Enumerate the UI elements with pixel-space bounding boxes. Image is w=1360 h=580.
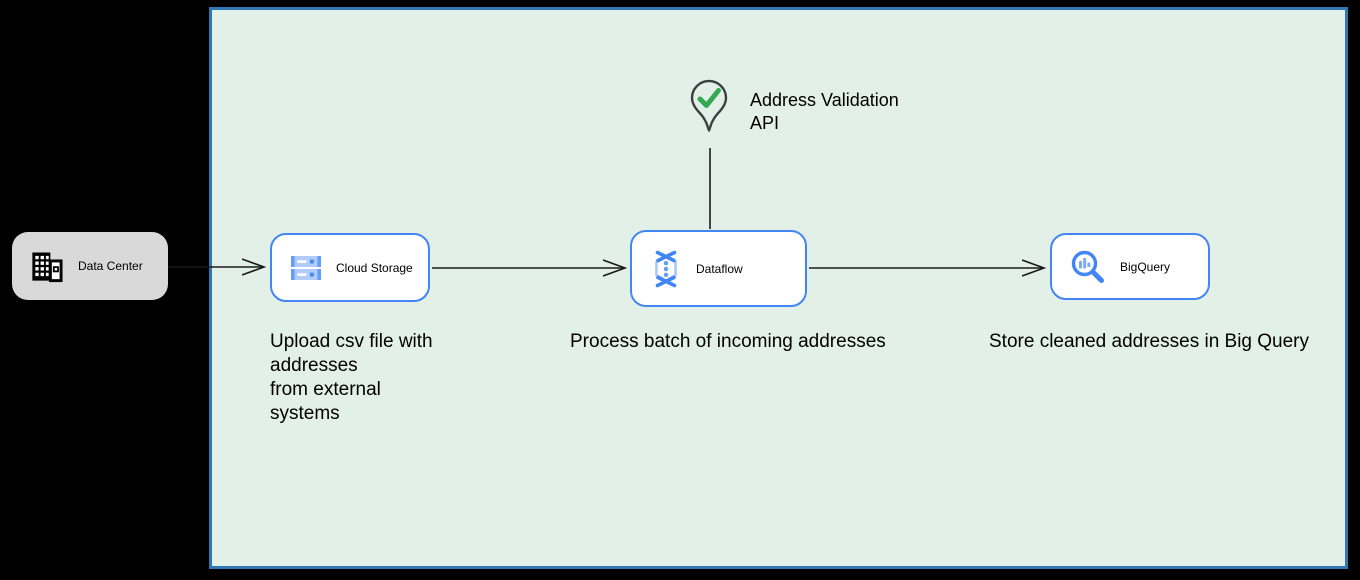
- cloud-storage-icon: [289, 251, 323, 285]
- caption-store-cleaned: Store cleaned addresses in Big Query: [989, 331, 1310, 352]
- address-validation-api-shape[interactable]: [689, 79, 729, 133]
- bigquery-icon: [1069, 248, 1107, 286]
- node-label: BigQuery: [1120, 259, 1171, 274]
- node-data-center[interactable]: Data Center: [12, 232, 168, 300]
- node-bigquery[interactable]: BigQuery: [1050, 233, 1210, 300]
- node-label: Cloud Storage: [336, 260, 413, 275]
- address-validation-api-label: Address Validation API: [750, 90, 899, 133]
- node-label: Data Center: [78, 259, 143, 273]
- node-dataflow[interactable]: Dataflow: [630, 230, 807, 307]
- node-label: Dataflow: [696, 261, 743, 276]
- building-icon: [29, 248, 65, 284]
- caption-process-batch: Process batch of incoming addresses: [570, 331, 886, 352]
- location-pin-check-icon: [689, 79, 729, 133]
- caption-upload-csv: Upload csv file with addresses from exte…: [270, 331, 433, 424]
- dataflow-icon: [649, 249, 683, 289]
- node-cloud-storage[interactable]: Cloud Storage: [270, 233, 430, 302]
